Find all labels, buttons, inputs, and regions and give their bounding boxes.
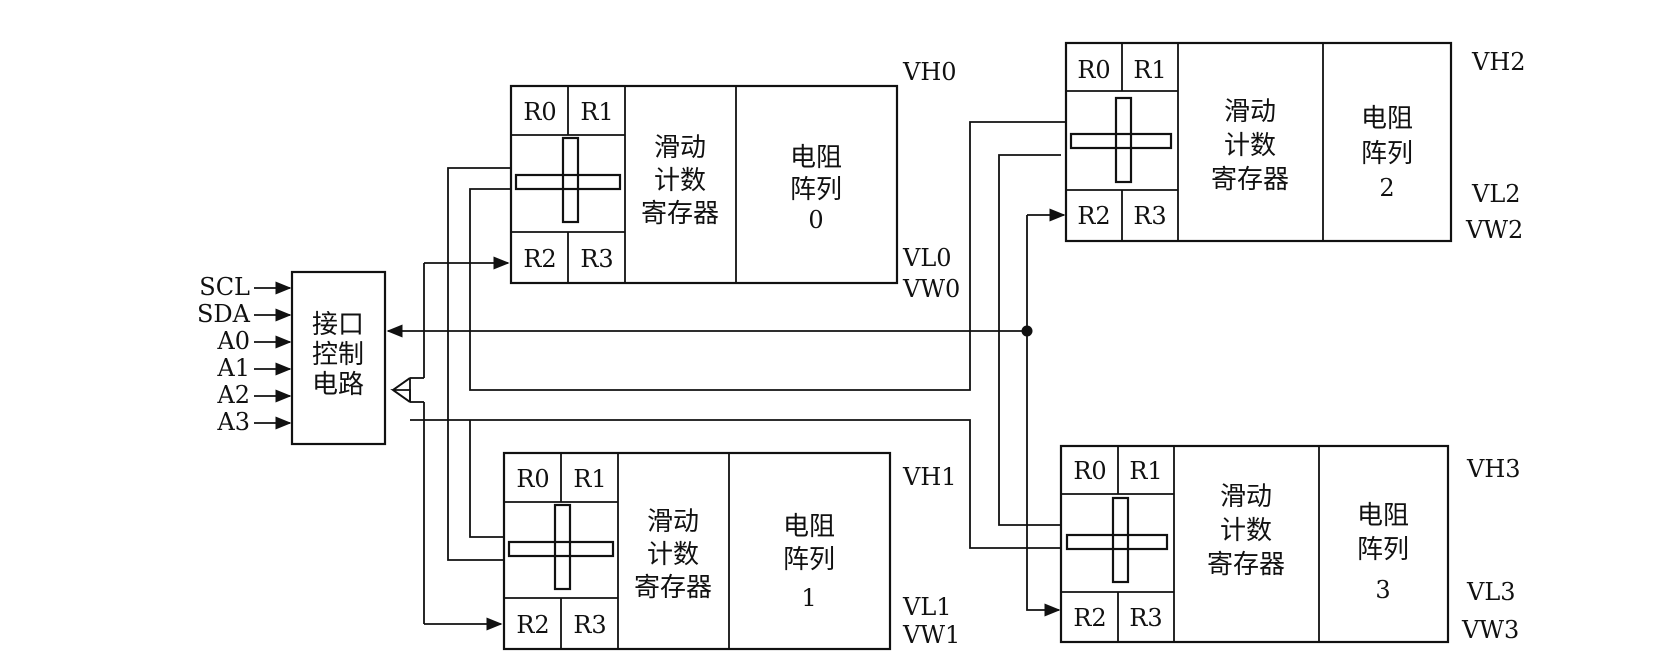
unit-2-frame bbox=[1064, 41, 1453, 243]
unit-1-counter-line-3: 寄存器 bbox=[634, 573, 712, 603]
wiper-1-to-3-link bbox=[410, 419, 1061, 549]
junction-dot bbox=[1021, 325, 1033, 337]
unit-1-array-line-2: 阵列 bbox=[783, 545, 835, 575]
unit-0-counter-line-2: 计数 bbox=[654, 166, 706, 196]
input-a0-label: A0 bbox=[216, 327, 250, 355]
unit-2-counter-line-1: 滑动 bbox=[1224, 97, 1276, 127]
unit-1-pin-vh: VH1 bbox=[902, 463, 957, 491]
unit-1-pin-vl: VL1 bbox=[902, 593, 952, 621]
input-a1-label: A1 bbox=[216, 354, 250, 382]
unit-3-register-r2: R2 bbox=[1073, 604, 1106, 632]
unit-2-counter-line-2: 计数 bbox=[1224, 131, 1276, 161]
unit-3-array-index: 3 bbox=[1375, 576, 1390, 604]
unit-2-register-r3: R3 bbox=[1133, 202, 1166, 230]
unit-1-register-r3: R3 bbox=[573, 611, 606, 639]
unit-0-array-index: 0 bbox=[808, 206, 823, 234]
unit-1-frame bbox=[502, 451, 892, 651]
wiper-1-link bbox=[469, 420, 504, 538]
unit-1-counter-line-2: 计数 bbox=[647, 540, 699, 570]
unit-3-wiper-horizontal bbox=[1065, 533, 1169, 551]
unit-1-wiper-horizontal bbox=[507, 540, 615, 558]
unit-0-pin-vl: VL0 bbox=[902, 244, 952, 272]
interface-line-1: 接口 bbox=[312, 310, 364, 340]
unit-3-pin-vl: VL3 bbox=[1466, 578, 1516, 606]
unit-3-counter-line-3: 寄存器 bbox=[1207, 550, 1285, 580]
unit-0-register-r1: R1 bbox=[580, 98, 613, 126]
unit-2-pin-vh: VH2 bbox=[1471, 48, 1526, 76]
unit-2-wiper-vertical bbox=[1114, 96, 1133, 184]
unit-1-array-index: 1 bbox=[801, 584, 816, 612]
interface-line-2: 控制 bbox=[312, 340, 364, 370]
unit-1-register-r2: R2 bbox=[516, 611, 549, 639]
unit-2-pin-vw: VW2 bbox=[1465, 216, 1523, 244]
bus-arrowhead bbox=[392, 377, 411, 403]
unit-1-register-r1: R1 bbox=[573, 465, 606, 493]
unit-3-counter-line-1: 滑动 bbox=[1220, 482, 1272, 512]
unit-0: R0 R1 R2 R3 滑动 计数 寄存器 电阻 阵列 0 VH0 VL0 VW… bbox=[509, 58, 960, 303]
interface-control-circuit: 接口 控制 电路 bbox=[290, 270, 387, 446]
interface-line-3: 电路 bbox=[312, 370, 364, 400]
input-a3-label: A3 bbox=[216, 408, 250, 436]
unit-0-register-r2: R2 bbox=[523, 245, 556, 273]
unit-3-frame bbox=[1059, 444, 1450, 644]
input-a2-label: A2 bbox=[216, 381, 250, 409]
unit-1-register-r0: R0 bbox=[516, 465, 549, 493]
unit-2-counter-line-3: 寄存器 bbox=[1211, 165, 1289, 195]
unit-3-pin-vh: VH3 bbox=[1466, 455, 1521, 483]
unit-0-wiper-horizontal bbox=[514, 173, 622, 191]
unit-0-pin-vw: VW0 bbox=[902, 275, 960, 303]
wiper-2-to-3-link bbox=[998, 154, 1061, 526]
unit-0-register-r3: R3 bbox=[580, 245, 613, 273]
unit-0-array-line-2: 阵列 bbox=[790, 175, 842, 205]
bus-to-unit-3-r2 bbox=[1026, 215, 1061, 617]
unit-3-register-r0: R0 bbox=[1073, 457, 1106, 485]
unit-3-array-line-2: 阵列 bbox=[1357, 535, 1409, 565]
input-signals: SCL SDA A0 A1 A2 A3 bbox=[197, 273, 292, 436]
unit-2-pin-vl: VL2 bbox=[1471, 180, 1521, 208]
unit-3-array-line-1: 电阻 bbox=[1357, 501, 1409, 531]
unit-3-wiper-vertical bbox=[1111, 496, 1130, 584]
unit-2-array-line-1: 电阻 bbox=[1361, 104, 1413, 134]
unit-0-frame bbox=[509, 84, 899, 285]
wiper-0-to-1-link bbox=[447, 167, 511, 561]
unit-0-wiper-vertical bbox=[561, 136, 580, 224]
unit-1-counter-line-1: 滑动 bbox=[647, 507, 699, 537]
unit-1: R0 R1 R2 R3 滑动 计数 寄存器 电阻 阵列 1 VH1 VL1 VW… bbox=[502, 451, 960, 651]
unit-2-register-r1: R1 bbox=[1133, 56, 1166, 84]
unit-0-array-line-1: 电阻 bbox=[790, 143, 842, 173]
unit-2-array-index: 2 bbox=[1379, 174, 1394, 202]
unit-3: R0 R1 R2 R3 滑动 计数 寄存器 电阻 阵列 3 VH3 VL3 VW… bbox=[1059, 444, 1521, 644]
unit-3-pin-vw: VW3 bbox=[1461, 616, 1519, 644]
unit-3-counter-line-2: 计数 bbox=[1220, 516, 1272, 546]
input-sda-label: SDA bbox=[197, 300, 251, 328]
unit-0-pin-vh: VH0 bbox=[902, 58, 957, 86]
unit-2-register-r2: R2 bbox=[1077, 202, 1110, 230]
unit-2: R0 R1 R2 R3 滑动 计数 寄存器 电阻 阵列 2 VH2 VL2 VW… bbox=[1064, 41, 1526, 244]
unit-2-register-r0: R0 bbox=[1077, 56, 1110, 84]
unit-1-pin-vw: VW1 bbox=[902, 621, 960, 649]
unit-3-register-r1: R1 bbox=[1129, 457, 1162, 485]
unit-0-register-r0: R0 bbox=[523, 98, 556, 126]
unit-2-array-line-2: 阵列 bbox=[1361, 139, 1413, 169]
input-scl-label: SCL bbox=[199, 273, 250, 301]
unit-1-array-line-1: 电阻 bbox=[783, 512, 835, 542]
unit-0-counter-line-1: 滑动 bbox=[654, 133, 706, 163]
wiper-0-to-2-link bbox=[469, 121, 1066, 391]
unit-2-wiper-horizontal bbox=[1069, 132, 1173, 150]
unit-0-counter-line-3: 寄存器 bbox=[641, 199, 719, 229]
unit-3-register-r3: R3 bbox=[1129, 604, 1162, 632]
bus-wiring bbox=[386, 121, 1066, 631]
unit-1-wiper-vertical bbox=[553, 503, 572, 591]
